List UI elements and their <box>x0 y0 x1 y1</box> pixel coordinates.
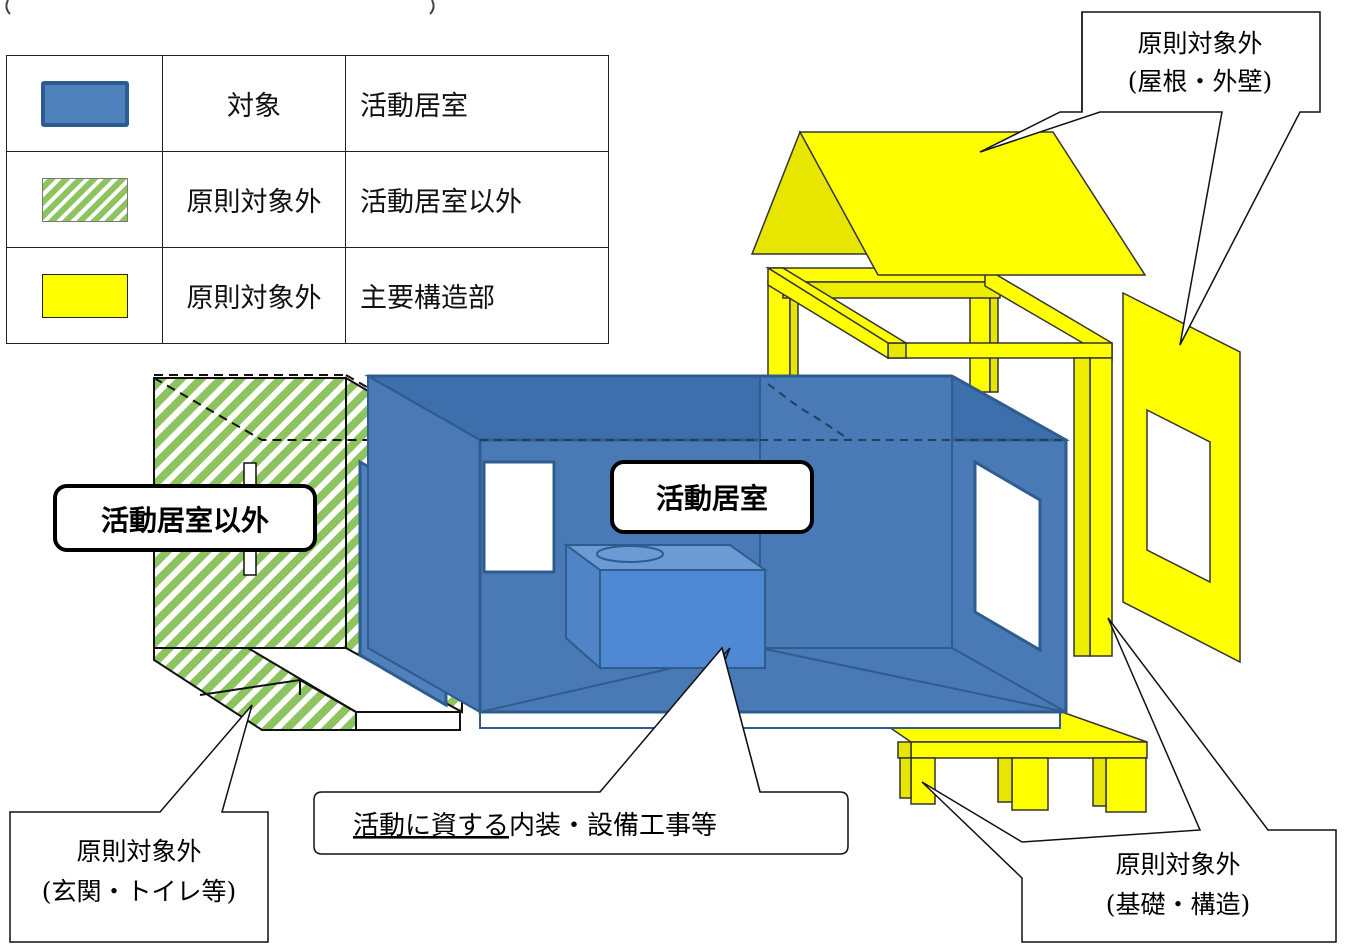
activity-room-label-box <box>610 460 814 534</box>
stray-mark-right <box>429 0 435 15</box>
legend-row: 対象 活動居室 <box>6 55 609 152</box>
other-room-label: 活動居室以外 <box>101 504 269 537</box>
legend-swatch-hatched <box>41 177 128 222</box>
structural-frame <box>765 266 1113 657</box>
legend-area: 活動居室 <box>345 55 609 152</box>
legend-category: 原則対象外 <box>162 151 346 248</box>
callout-interior: 活動に資する内装・設備工事等 <box>313 646 849 855</box>
legend-area: 活動居室以外 <box>345 151 609 248</box>
callout-entrance: 原則対象外 (玄関・トイレ等) <box>9 704 269 943</box>
callout-foundation: 原則対象外 (基礎・構造) <box>921 617 1337 943</box>
callout-foundation-line1: 原則対象外 <box>1115 850 1240 879</box>
callout-roof-wall: 原則対象外 (屋根・外壁) <box>979 11 1321 346</box>
legend-table: 対象 活動居室 原則対象外 活動居室以外 原則対象外 主要構造部 <box>6 55 609 344</box>
callout-entrance-line2: (玄関・トイレ等) <box>42 877 237 906</box>
legend-swatch-target <box>40 80 129 127</box>
legend-row: 原則対象外 主要構造部 <box>6 247 609 344</box>
callout-entrance-line1: 原則対象外 <box>76 837 201 866</box>
legend-row: 原則対象外 活動居室以外 <box>6 151 609 248</box>
callout-interior-underlined: 活動に資する <box>353 811 509 841</box>
stray-mark-left <box>5 0 11 15</box>
legend-category: 原則対象外 <box>162 247 346 344</box>
legend-swatch-yellow <box>41 273 128 318</box>
callout-foundation-line2: (基礎・構造) <box>1106 890 1251 919</box>
exterior-wall-panel <box>1122 291 1241 664</box>
svg-text:活動に資する内装・設備工事等: 活動に資する内装・設備工事等 <box>353 811 717 841</box>
callout-roof-wall-line2: (屋根・外壁) <box>1128 67 1273 96</box>
activity-room <box>364 374 1070 729</box>
other-room-label-box <box>53 484 317 552</box>
activity-room-label: 活動居室 <box>656 482 768 515</box>
callout-interior-rest: 内装・設備工事等 <box>509 811 717 841</box>
legend-area: 主要構造部 <box>345 247 609 344</box>
roof <box>750 130 1147 276</box>
legend-category: 対象 <box>162 55 346 152</box>
callout-roof-wall-line1: 原則対象外 <box>1137 29 1262 58</box>
